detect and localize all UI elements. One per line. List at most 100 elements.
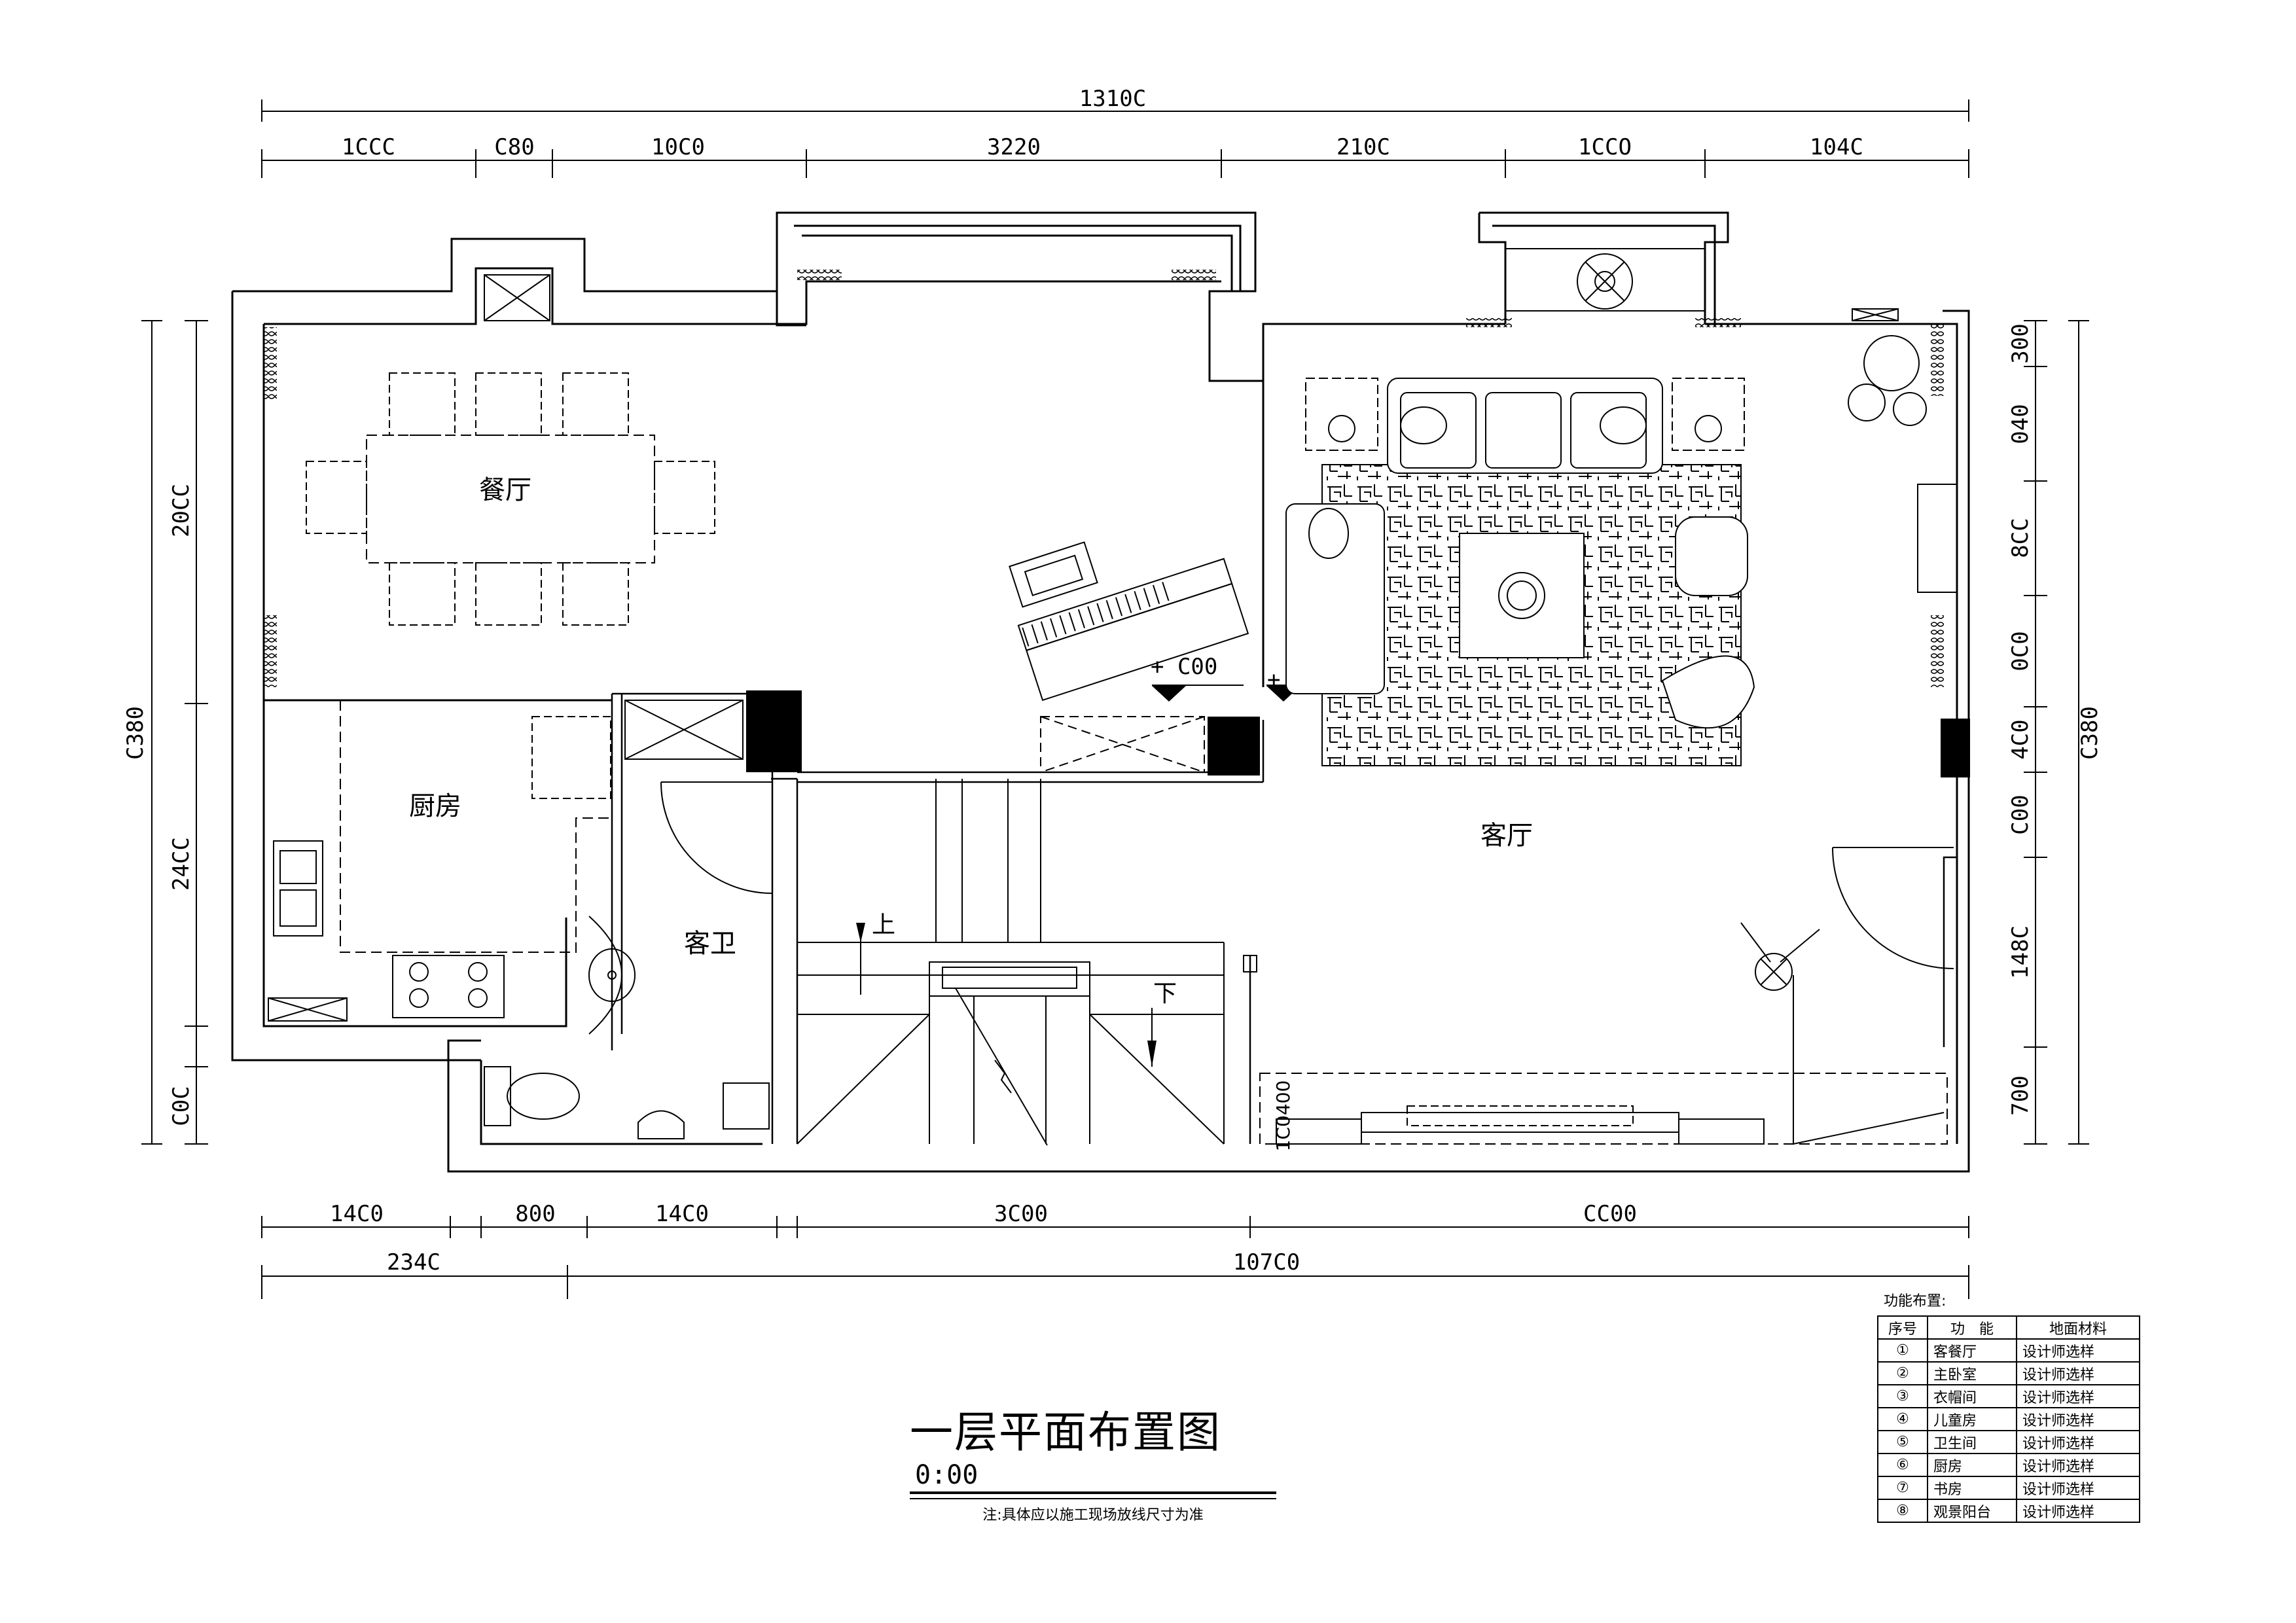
dim-top-total: 1310C [1079,86,1146,112]
legend-row: ① 客餐厅 设计师选样 [1877,1338,2140,1363]
legend-no: ③ [1877,1384,1928,1408]
drawing-note: 注:具体应以施工现场放线尺寸为准 [982,1507,1204,1524]
dim-bottom-2: 800 [515,1201,555,1227]
legend-function: 厨房 [1927,1453,2017,1477]
legend-material: 设计师选样 [2016,1338,2140,1363]
legend-col-function: 功 能 [1927,1315,2017,1340]
legend-no: ④ [1877,1407,1928,1431]
dim-bottom-total-1: 234C [387,1249,440,1275]
plant-icons [1848,335,1927,426]
legend-function: 主卧室 [1927,1361,2017,1385]
level-label-a: + C00 [1151,654,1217,680]
legend-material: 设计师选样 [2016,1407,2140,1431]
room-label-dining: 餐厅 [479,475,531,505]
bottom-dimension-chain [261,1216,1969,1299]
kitchen-fixtures [273,700,612,1018]
legend-row: ④ 儿童房 设计师选样 [1877,1407,2140,1431]
stair-up-label: 上 [872,912,895,938]
dim-bottom-total-2: 107C0 [1233,1249,1300,1275]
floor-lamp [1243,922,1820,1144]
room-label-living: 客厅 [1480,821,1533,851]
legend-row: ⑤ 卫生间 设计师选样 [1877,1430,2140,1454]
curtains [264,270,1944,687]
dim-right-3: 8CC [2007,518,2034,558]
dining-table-set [306,372,715,626]
dim-top-3: 10C0 [651,134,705,160]
title-underline [910,1491,1276,1494]
legend-material: 设计师选样 [2016,1453,2140,1477]
legend-material: 设计师选样 [2016,1384,2140,1408]
legend-material: 设计师选样 [2016,1430,2140,1454]
dim-top-6: 1CCO [1578,134,1632,160]
inner-partitions [611,692,1957,1144]
dim-right-8: 700 [2007,1075,2034,1115]
dim-right-2: 040 [2007,404,2034,444]
legend-row: ⑥ 厨房 设计师选样 [1877,1453,2140,1477]
legend-no: ② [1877,1361,1928,1385]
legend-no: ⑤ [1877,1430,1928,1454]
legend-function: 客餐厅 [1927,1338,2017,1363]
dim-right-5: 4C0 [2007,719,2034,759]
dim-bottom-3: 14C0 [655,1201,709,1227]
dim-left-1: 20CC [168,484,194,537]
stair-down-label: 下 [1153,980,1177,1007]
room-label-kitchen: 厨房 [409,791,461,821]
legend-heading: 功能布置: [1884,1293,1946,1310]
legend-header-row: 序号 功 能 地面材料 [1877,1315,2140,1340]
guest-bath-fixtures [484,781,773,1139]
legend-material: 设计师选样 [2016,1499,2140,1523]
drawing-scale: 0:00 [915,1460,978,1490]
staircase [797,779,1225,1146]
legend-table: 序号 功 能 地面材料 ① 客餐厅 设计师选样 ② 主卧室 设计师选样 ③ 衣帽… [1877,1315,2140,1523]
shafts [268,274,1899,1022]
legend-no: ⑧ [1877,1499,1928,1523]
legend-function: 观景阳台 [1927,1499,2017,1523]
living-doors [1793,484,1958,1145]
dim-left-2: 24CC [168,837,194,891]
dim-left-total: C380 [122,706,149,760]
dim-top-1: 1CCC [342,134,395,160]
dim-bottom-1: 14C0 [330,1201,384,1227]
dim-right-4: 0C0 [2007,631,2034,671]
living-furniture [1285,378,1755,729]
dim-top-2: C80 [494,134,534,160]
legend-function: 儿童房 [1927,1407,2017,1431]
legend-row: ⑦ 书房 设计师选样 [1877,1476,2140,1500]
legend-no: ⑥ [1877,1453,1928,1477]
dim-top-5: 210C [1336,134,1390,160]
dim-right-total: C380 [2077,706,2103,760]
dim-bottom-4: 3C00 [994,1201,1048,1227]
dim-local: 1C0400 [1272,1080,1294,1152]
stair-up-arrow [856,923,865,942]
legend-material: 设计师选样 [2016,1476,2140,1500]
legend-material: 设计师选样 [2016,1361,2140,1385]
balcony-fan-unit [1505,248,1706,312]
legend-col-no: 序号 [1877,1315,1928,1340]
legend-row: ③ 衣帽间 设计师选样 [1877,1384,2140,1408]
drawing-title-block: 一层平面布置图0:00 注:具体应以施工现场放线尺寸为准 [910,1397,1276,1524]
legend-no: ① [1877,1338,1928,1363]
dim-right-7: 148C [2007,925,2034,979]
stair-down-arrow [1147,1041,1157,1067]
dim-bottom-5: CC00 [1583,1201,1637,1227]
dim-top-4: 3220 [987,134,1041,160]
function-legend: 功能布置: 序号 功 能 地面材料 ① 客餐厅 设计师选样 ② 主卧室 设计师选… [1877,1289,2140,1523]
legend-function: 卫生间 [1927,1430,2017,1454]
legend-row: ② 主卧室 设计师选样 [1877,1361,2140,1385]
piano [1009,541,1249,702]
tv-cabinet [1259,1073,1948,1145]
legend-function: 书房 [1927,1476,2017,1500]
legend-function: 衣帽间 [1927,1384,2017,1408]
legend-no: ⑦ [1877,1476,1928,1500]
legend-col-material: 地面材料 [2016,1315,2140,1340]
right-dimension-chain [2024,320,2089,1145]
dim-right-6: C00 [2007,794,2034,834]
structural-columns [746,690,1970,777]
left-dimension-chain [141,320,208,1145]
drawing-title: 一层平面布置图 [910,1407,1221,1457]
room-label-guest-bath: 客卫 [684,929,736,959]
top-dimension-chain [261,99,1969,178]
dim-top-7: 104C [1810,134,1863,160]
title-underline-thin [910,1498,1276,1499]
